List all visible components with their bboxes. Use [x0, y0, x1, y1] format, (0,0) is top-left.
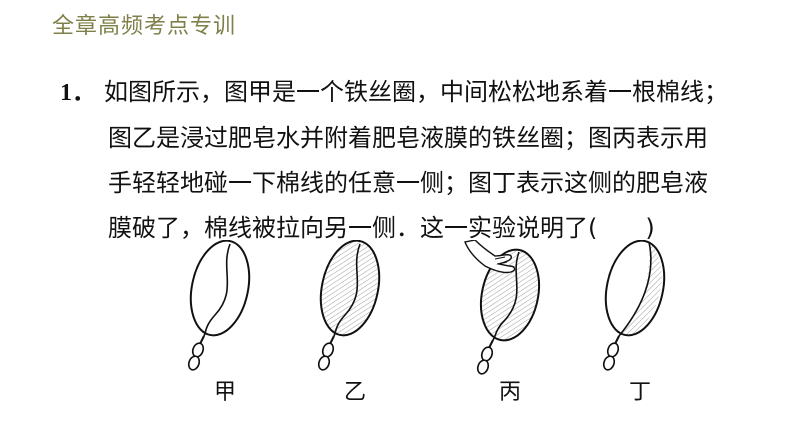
- figure-label-bing: 丙: [498, 380, 521, 405]
- figures-row: 甲 乙: [0, 240, 794, 447]
- question-text-1: 如图所示，图甲是一个铁丝圈，中间松松地系着一根棉线；: [104, 78, 728, 106]
- hand-touch-loop-icon: [464, 240, 541, 375]
- figure-label-ding: 丁: [628, 380, 651, 405]
- wire-loop-icon: [187, 240, 251, 371]
- question-line-4: 膜破了，棉线被拉向另一侧．这一实验说明了( ): [108, 214, 655, 242]
- figure-label-jia: 甲: [213, 380, 236, 405]
- figure-label-yi: 乙: [343, 380, 366, 405]
- header-title: 全章高频考点专训: [52, 14, 237, 39]
- figure-jia: 甲: [170, 240, 280, 440]
- figure-ding: 丁: [585, 240, 695, 440]
- question-line-3: 手轻轻地碰一下棉线的任意一侧；图丁表示这侧的肥皂液: [108, 169, 708, 197]
- question-line-1: 1． 如图所示，图甲是一个铁丝圈，中间松松地系着一根棉线；: [60, 70, 780, 116]
- figure-bing: 丙: [455, 240, 565, 440]
- broken-film-loop-icon: [602, 240, 666, 371]
- question-block: 1． 如图所示，图甲是一个铁丝圈，中间松松地系着一根棉线； 图乙是浸过肥皂水并附着…: [60, 70, 780, 251]
- soap-film-loop-icon: [317, 240, 381, 371]
- question-line-2: 图乙是浸过肥皂水并附着肥皂液膜的铁丝圈；图丙表示用: [108, 124, 708, 152]
- figure-yi: 乙: [300, 240, 410, 440]
- question-number: 1．: [60, 80, 96, 106]
